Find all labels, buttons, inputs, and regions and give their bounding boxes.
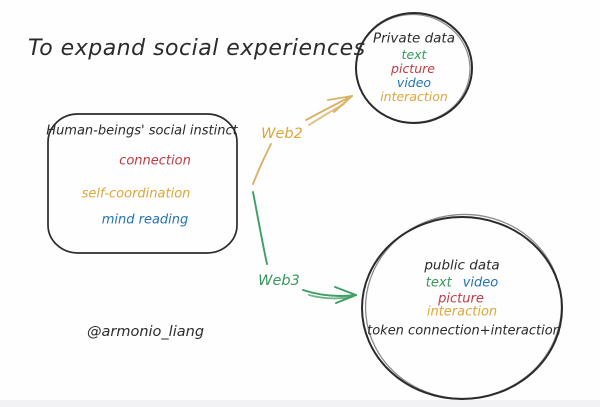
public-item-picture: picture — [438, 291, 484, 307]
public-row-text-video: text video — [426, 277, 498, 290]
author-handle: @armonio_liang — [87, 324, 205, 340]
web2-arrow — [252, 95, 353, 185]
private-item-interaction: interaction — [380, 88, 448, 104]
instinct-item-mind-reading: mind reading — [101, 212, 189, 228]
bottom-strip — [0, 400, 600, 407]
web3-arrow-label: Web3 — [258, 272, 300, 289]
public-data-circle-sketch-line — [364, 213, 563, 400]
public-item-video: video — [462, 275, 499, 291]
private-item-text: text — [401, 46, 427, 62]
public-item-text: text — [425, 275, 452, 291]
instinct-box-heading: Human-beings' social instinct — [46, 123, 238, 139]
public-circle-heading: public data — [424, 257, 500, 274]
private-item-video: video — [396, 74, 432, 90]
instinct-box-outline — [47, 113, 238, 254]
private-circle-heading: Private data — [372, 30, 456, 47]
page-title: To expand social experiences — [28, 36, 366, 61]
instinct-item-connection: connection — [119, 153, 191, 169]
private-data-circle-sketch-line — [355, 13, 471, 124]
public-circle-footer: token connection+interaction — [367, 323, 561, 339]
instinct-item-self-coordination: self-coordination — [81, 186, 191, 202]
web2-arrow-label: Web2 — [261, 125, 303, 142]
public-item-interaction: interaction — [426, 304, 498, 320]
web3-arrow — [252, 191, 357, 304]
private-item-picture: picture — [391, 60, 435, 76]
